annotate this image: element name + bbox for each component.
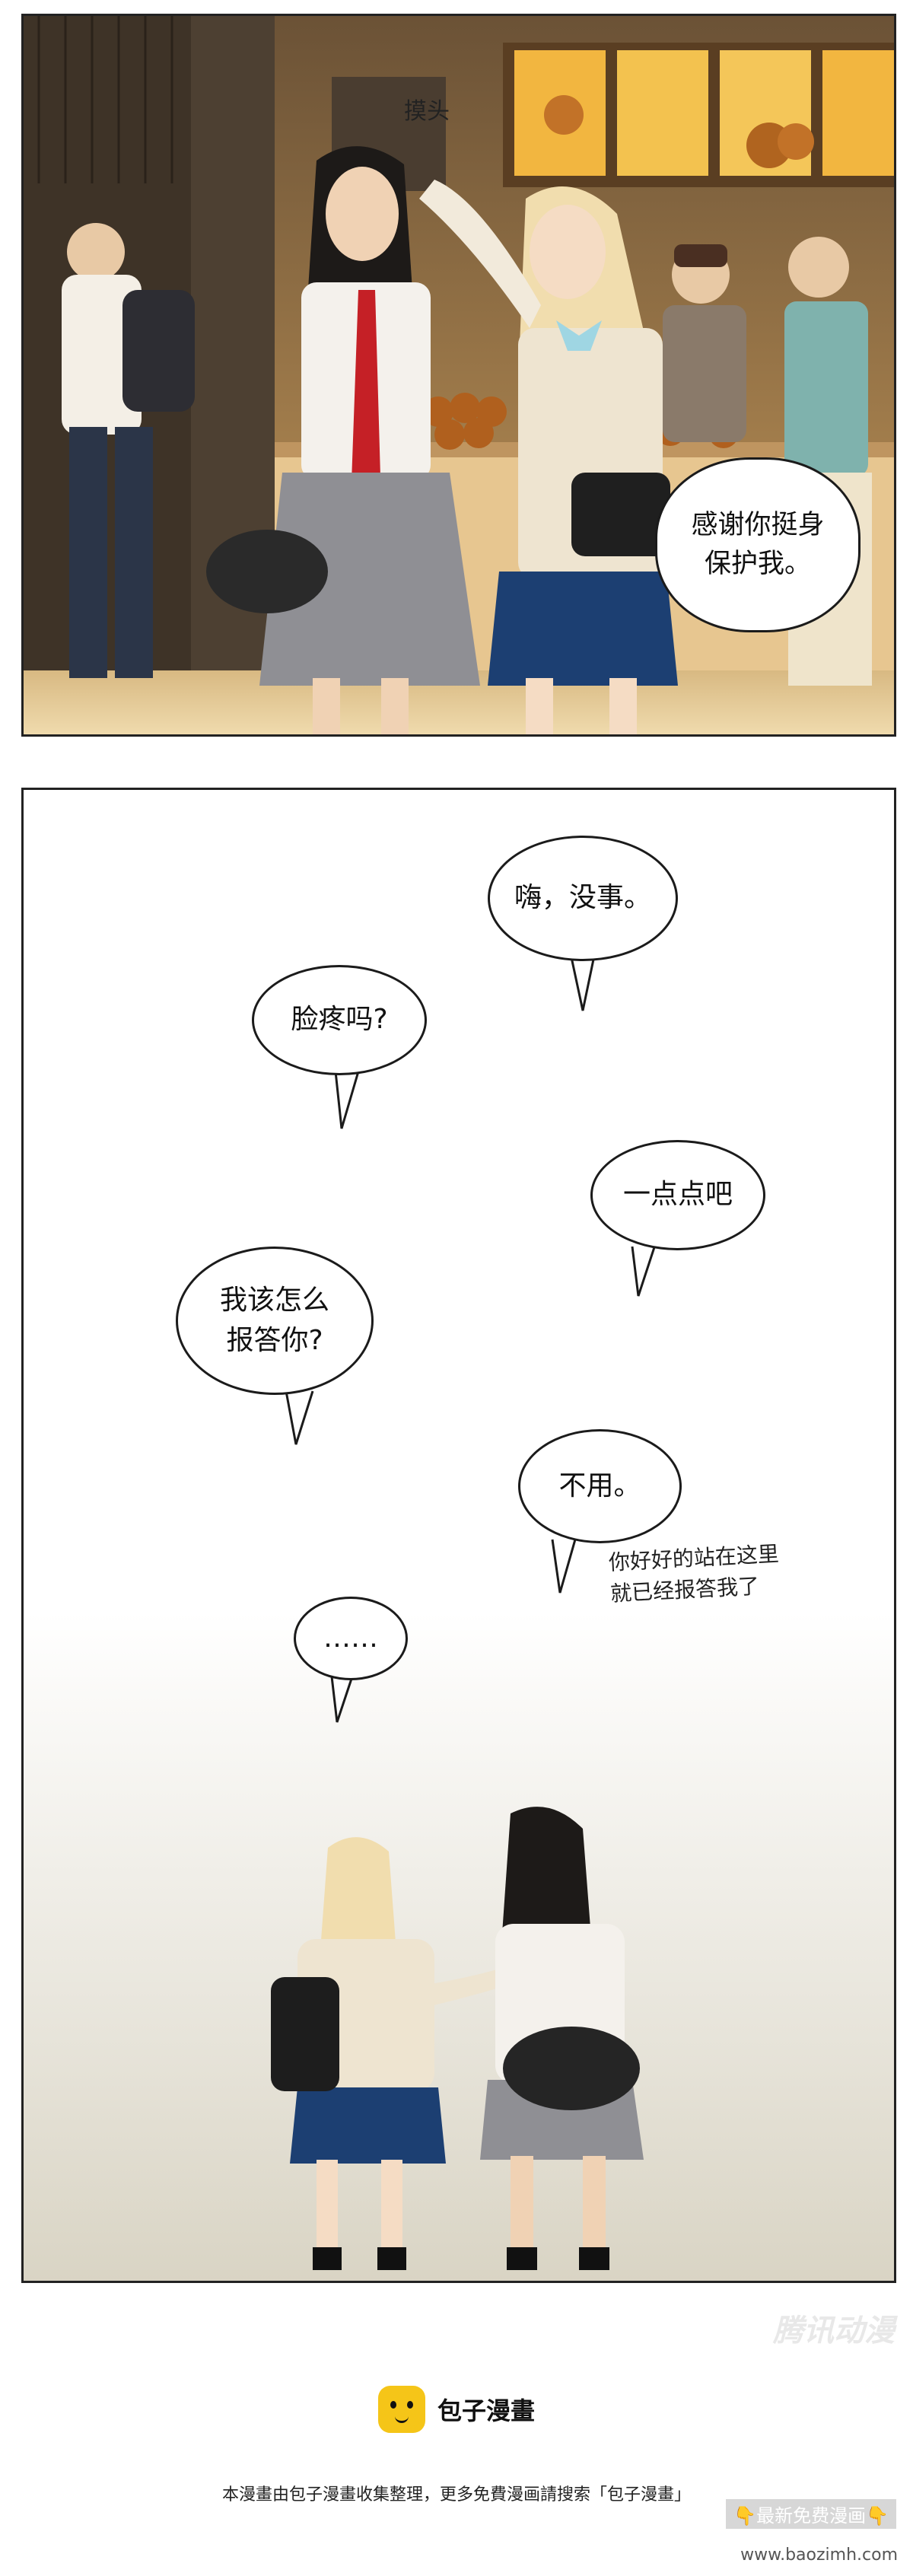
baozi-logo-icon — [377, 2386, 425, 2433]
speech-bubble-face-hurt: 脸疼吗? — [252, 965, 427, 1075]
footer-url[interactable]: www.baozimh.com — [740, 2546, 898, 2565]
dark-haired-girl-figure — [206, 146, 480, 734]
footer-note: 本漫畫由包子漫畫收集整理，更多免費漫画請搜索「包子漫畫」 — [221, 2485, 691, 2504]
speech-bubble-a-little-text: 一点点吧 — [622, 1179, 733, 1211]
speech-bubble-face-hurt-text: 脸疼吗? — [291, 1004, 388, 1036]
panel-bakery-scene: 摸头 感谢你挺身 保护我。 — [21, 14, 896, 737]
blonde-girl-figure — [419, 180, 678, 734]
speech-bubble-no-need-text: 不用。 — [558, 1469, 641, 1501]
bakery-scene-illustration — [24, 16, 894, 734]
sfx-head-pat-text: 摸头 — [404, 98, 450, 125]
speech-bubble-a-little: 一点点吧 — [590, 1140, 765, 1250]
speech-bubble-no-problem-text: 嗨，没事。 — [514, 882, 651, 914]
walking-man-figure — [62, 223, 195, 678]
handwritten-note: 你好好的站在这里 就已经报答我了 — [608, 1541, 780, 1606]
speech-bubble-no-problem: 嗨，没事。 — [488, 836, 678, 961]
speech-bubble-ellipsis: …… — [294, 1597, 408, 1680]
speech-bubble-no-need: 不用。 — [518, 1429, 682, 1543]
girls-walking-away-figure — [271, 1807, 644, 2270]
speech-bubble-how-repay: 我该怎么 报答你? — [176, 1247, 374, 1395]
speech-bubble-ellipsis-text: …… — [323, 1622, 378, 1654]
footer-latest-free-banner[interactable]: 👇最新免费漫画👇 — [726, 2499, 896, 2529]
footer-logo-title: 包子漫畫 — [437, 2396, 535, 2425]
speech-bubble-thanks: 感谢你挺身 保护我。 — [655, 457, 861, 632]
speech-bubble-how-repay-text: 我该怎么 报答你? — [219, 1285, 329, 1356]
dialogue-panel-art — [24, 790, 894, 2281]
panel-dialogue: 嗨，没事。 脸疼吗? 一点点吧 我该怎么 报答你? 不用。 …… 你好好的站在这… — [21, 788, 896, 2283]
speech-bubble-thanks-text: 感谢你挺身 保护我。 — [691, 510, 825, 579]
tencent-comic-watermark: 腾讯动漫 — [773, 2313, 895, 2348]
footer-logo[interactable]: 包子漫畫 — [0, 2386, 913, 2433]
